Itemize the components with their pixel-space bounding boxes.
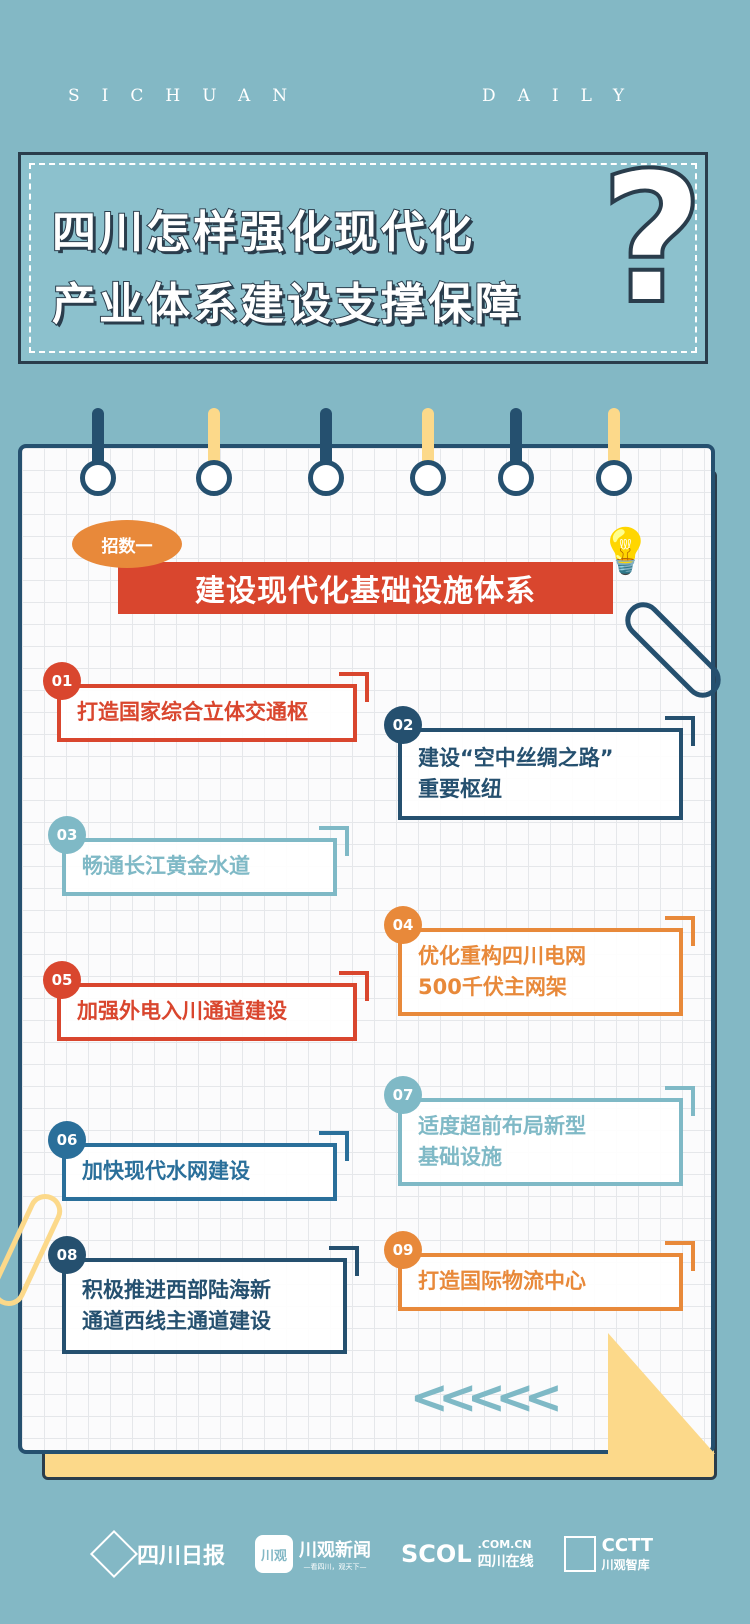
item-text: 积极推进西部陆海新	[82, 1277, 271, 1302]
item-text: 加强外电入川通道建设	[77, 999, 287, 1024]
item-03: 畅通长江黄金水道	[62, 838, 337, 896]
binder-ring	[308, 460, 344, 496]
item-number-badge: 09	[384, 1231, 422, 1269]
item-text: 通道西线主通道建设	[82, 1309, 271, 1333]
decorative-corner	[665, 1086, 695, 1116]
decorative-corner	[319, 826, 349, 856]
decorative-corner	[339, 971, 369, 1001]
sichuan-daily-icon	[89, 1529, 139, 1579]
decorative-corner	[339, 672, 369, 702]
section-heading: 建设现代化基础设施体系	[118, 562, 613, 614]
item-number-badge: 04	[384, 906, 422, 944]
item-text: 基础设施	[418, 1145, 502, 1169]
decorative-corner	[665, 716, 695, 746]
binder-ring	[80, 460, 116, 496]
item-06: 加快现代水网建设	[62, 1143, 337, 1201]
page-fold-corner	[608, 1333, 715, 1454]
decorative-corner	[665, 916, 695, 946]
logo-chuanguan: 川观川观新闻—看四川，观天下—	[255, 1535, 371, 1573]
item-text: 建设“空中丝绸之路”	[418, 745, 614, 770]
brand-daily: DAILY	[482, 86, 647, 106]
item-number-badge: 05	[43, 961, 81, 999]
item-04: 优化重构四川电网 500千伏主网架	[398, 928, 683, 1016]
item-text: 重要枢纽	[418, 777, 502, 801]
item-08: 积极推进西部陆海新通道西线主通道建设	[62, 1258, 347, 1354]
item-number-badge: 08	[48, 1236, 86, 1274]
item-text: 加快现代水网建设	[82, 1159, 250, 1184]
binder-ring	[498, 460, 534, 496]
item-number-badge: 01	[43, 662, 81, 700]
binder-ring	[410, 460, 446, 496]
binder-ring	[196, 460, 232, 496]
title-line-1: 四川怎样强化现代化	[51, 206, 475, 259]
cctt-cube-icon	[563, 1536, 596, 1572]
decorative-corner	[665, 1241, 695, 1271]
item-text: 打造国际物流中心	[418, 1269, 586, 1294]
lightbulb-icon: 💡	[598, 526, 653, 577]
item-number-badge: 06	[48, 1121, 86, 1159]
item-02: 建设“空中丝绸之路” 重要枢纽	[398, 728, 683, 820]
logo-sichuan-daily: 四川日报	[89, 1529, 225, 1579]
question-mark-icon: ?	[598, 135, 706, 344]
item-text: 畅通长江黄金水道	[82, 854, 250, 879]
item-09: 打造国际物流中心	[398, 1253, 683, 1311]
item-text: 500千伏主网架	[418, 975, 567, 999]
item-text: 优化重构四川电网	[418, 943, 586, 968]
item-05: 加强外电入川通道建设	[57, 983, 357, 1041]
item-01: 打造国家综合立体交通枢	[57, 684, 357, 742]
decorative-corner	[329, 1246, 359, 1276]
section-tag: 招数一	[72, 520, 182, 568]
item-number-badge: 03	[48, 816, 86, 854]
title-box	[18, 152, 708, 364]
item-number-badge: 07	[384, 1076, 422, 1114]
binder-ring	[596, 460, 632, 496]
item-text: 适度超前布局新型	[418, 1113, 586, 1138]
item-number-badge: 02	[384, 706, 422, 744]
title-line-2: 产业体系建设支撑保障	[51, 278, 522, 331]
chevron-arrows-icon: <<<<<	[410, 1370, 563, 1424]
item-07: 适度超前布局新型基础设施	[398, 1098, 683, 1186]
decorative-corner	[319, 1131, 349, 1161]
brand-sichuan: SICHUAN	[68, 86, 310, 106]
item-text: 打造国家综合立体交通枢	[77, 700, 308, 725]
